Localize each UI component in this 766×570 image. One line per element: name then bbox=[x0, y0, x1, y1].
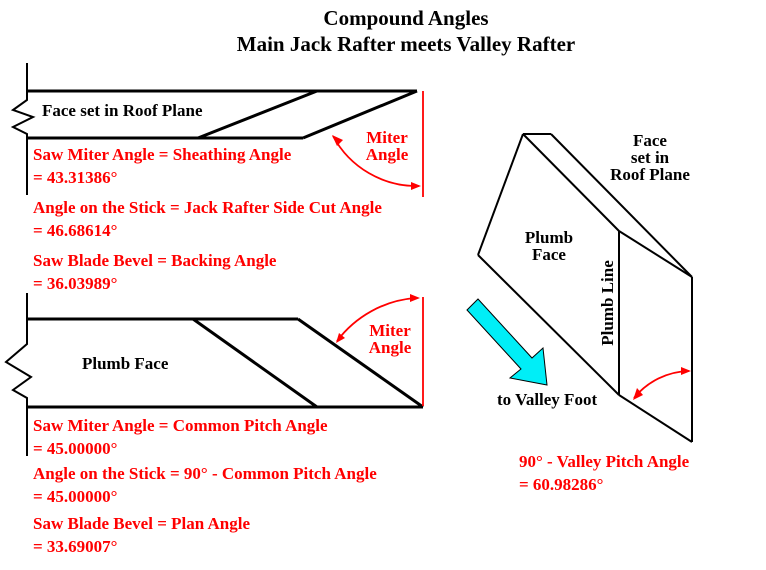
valley-plumb-face-label: Plumb Face bbox=[507, 229, 591, 263]
miter-label-line: Angle bbox=[365, 145, 409, 164]
note-sheathing-angle: Saw Miter Angle = Sheathing Angle = 43.3… bbox=[33, 143, 291, 189]
valley-rafter-outline bbox=[477, 133, 693, 443]
note-side-cut-angle: Angle on the Stick = Jack Rafter Side Cu… bbox=[33, 196, 382, 242]
valley-bottom-edge-right bbox=[618, 394, 693, 443]
note-common-pitch-angle: Saw Miter Angle = Common Pitch Angle = 4… bbox=[33, 414, 328, 460]
note-line: Saw Miter Angle = Common Pitch Angle bbox=[33, 416, 328, 435]
miter-label-line: Angle bbox=[368, 338, 412, 357]
valley-foot-direction-arrow bbox=[466, 298, 548, 386]
valley-pitch-angle-annotation bbox=[633, 367, 691, 400]
valley-foot-label: to Valley Foot bbox=[497, 390, 598, 409]
note-line: Angle on the Stick = 90° - Common Pitch … bbox=[33, 464, 377, 483]
title-line-2: Main Jack Rafter meets Valley Rafter bbox=[236, 32, 576, 56]
note-line: = 43.31386° bbox=[33, 168, 118, 187]
valley-roof-plane-lower-edge bbox=[522, 133, 620, 232]
bottom-board-miter-annotation bbox=[336, 294, 424, 406]
valley-pitch-arc bbox=[633, 370, 690, 399]
bottom-board-break-line bbox=[4, 293, 33, 456]
bottom-board-cut-line-1 bbox=[192, 317, 318, 409]
top-board-cut-line-2 bbox=[302, 89, 418, 140]
valley-cut-top-edge bbox=[618, 230, 693, 278]
note-backing-angle: Saw Blade Bevel = Backing Angle = 36.039… bbox=[33, 249, 276, 295]
valley-bottom-edge-left bbox=[477, 254, 620, 396]
note-line: Saw Blade Bevel = Backing Angle bbox=[33, 251, 277, 270]
valley-face-label-line: set in bbox=[630, 148, 670, 167]
note-plan-angle: Saw Blade Bevel = Plan Angle = 33.69007° bbox=[33, 512, 250, 558]
note-line: = 45.00000° bbox=[33, 439, 118, 458]
arrowhead bbox=[410, 294, 420, 302]
bottom-board-outline bbox=[4, 293, 424, 456]
note-line: = 45.00000° bbox=[33, 487, 118, 506]
bottom-board-miter-angle-label: Miter Angle bbox=[355, 322, 425, 356]
arrowhead bbox=[336, 333, 345, 343]
miter-label-line: Miter bbox=[366, 128, 408, 147]
valley-face-label-line: Face bbox=[633, 131, 667, 150]
top-board-face-label: Face set in Roof Plane bbox=[42, 101, 203, 120]
top-board-cut-line-1 bbox=[197, 89, 318, 140]
miter-label-line: Miter bbox=[369, 321, 411, 340]
top-board-miter-arc bbox=[332, 135, 420, 187]
bottom-board-cut-line-2 bbox=[297, 317, 424, 409]
note-line: = 36.03989° bbox=[33, 274, 118, 293]
note-line: Saw Miter Angle = Sheathing Angle bbox=[33, 145, 292, 164]
bottom-board-face-label: Plumb Face bbox=[82, 354, 169, 373]
note-line: Angle on the Stick = Jack Rafter Side Cu… bbox=[33, 198, 382, 217]
valley-face-label-line: Roof Plane bbox=[610, 165, 690, 184]
diagram-title: Compound Angles Main Jack Rafter meets V… bbox=[45, 5, 766, 57]
note-valley-pitch-angle: 90° - Valley Pitch Angle = 60.98286° bbox=[519, 450, 689, 496]
valley-face-label: Face set in Roof Plane bbox=[598, 132, 702, 183]
valley-plumb-face-line: Face bbox=[532, 245, 566, 264]
plumb-line-label: Plumb Line bbox=[598, 260, 617, 346]
valley-roof-plane-upper-edge bbox=[550, 133, 693, 278]
note-line: = 60.98286° bbox=[519, 475, 604, 494]
top-board-outline bbox=[10, 63, 418, 195]
note-line: Saw Blade Bevel = Plan Angle bbox=[33, 514, 251, 533]
note-line: 90° - Valley Pitch Angle bbox=[519, 452, 690, 471]
arrowhead bbox=[411, 182, 421, 190]
valley-left-edge bbox=[477, 133, 524, 256]
note-line: = 33.69007° bbox=[33, 537, 118, 556]
note-stick-angle: Angle on the Stick = 90° - Common Pitch … bbox=[33, 462, 377, 508]
top-board-miter-angle-label: Miter Angle bbox=[352, 129, 422, 163]
note-line: = 46.68614° bbox=[33, 221, 118, 240]
top-board-miter-annotation bbox=[332, 91, 424, 197]
arrowhead bbox=[332, 135, 343, 146]
arrowhead bbox=[633, 388, 643, 400]
title-line-1: Compound Angles bbox=[323, 6, 489, 30]
valley-plumb-face-line: Plumb bbox=[524, 228, 574, 247]
bottom-board-miter-arc bbox=[336, 297, 416, 342]
top-board-break-line bbox=[10, 63, 36, 195]
arrowhead bbox=[681, 367, 691, 375]
